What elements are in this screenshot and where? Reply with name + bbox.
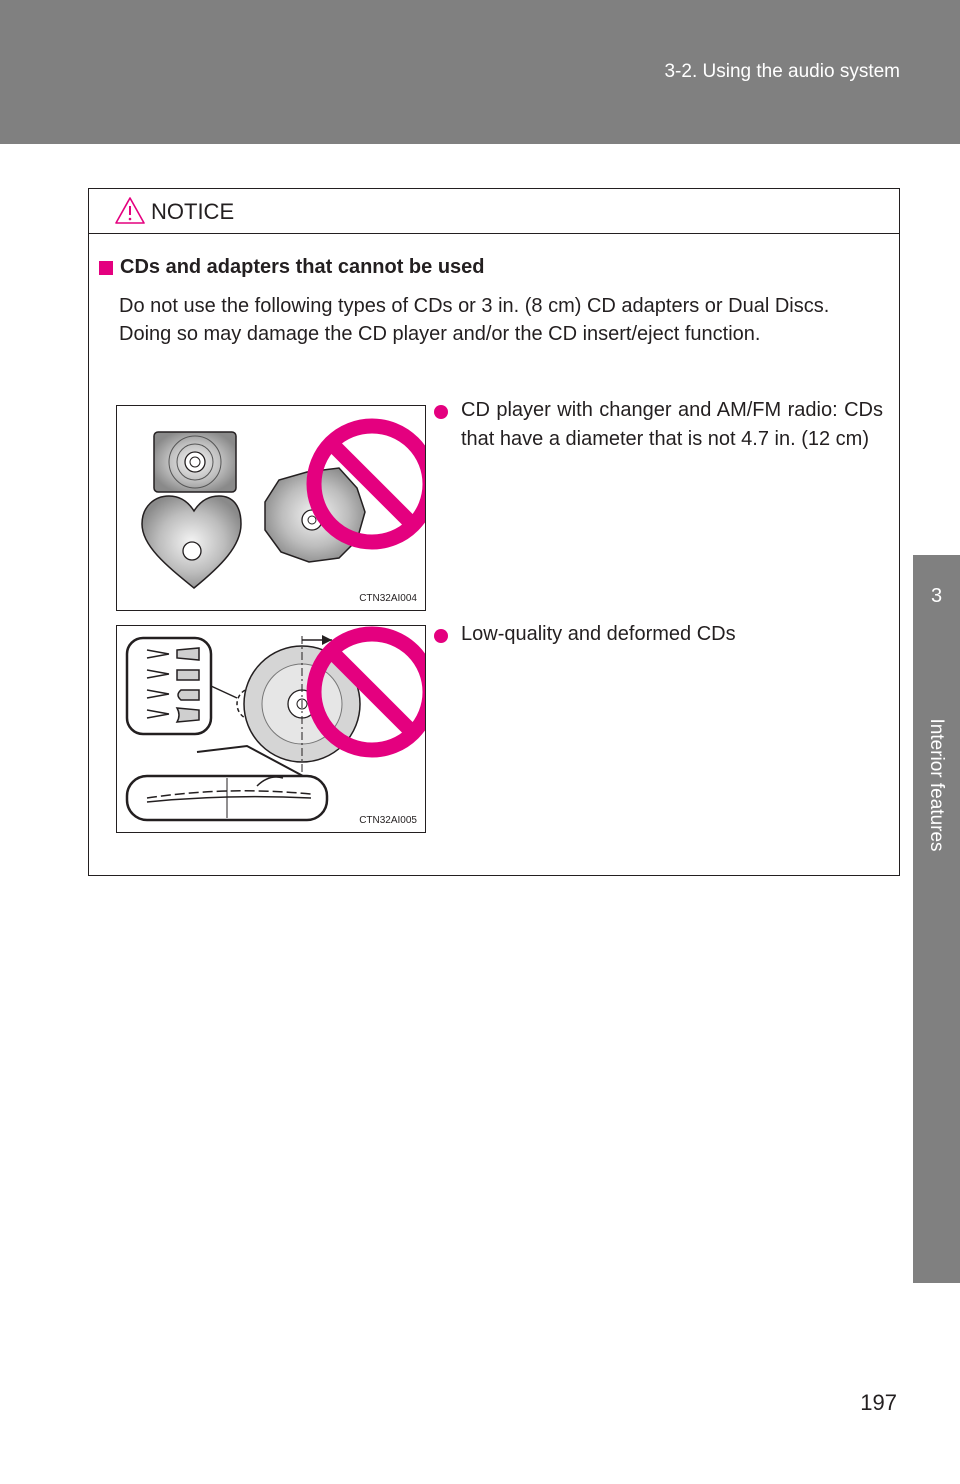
chapter-number: 3: [930, 585, 943, 607]
prohibited-sign-icon: [306, 418, 425, 550]
subheading-bullet: [99, 261, 113, 275]
chapter-tab: 3 Interior features: [913, 555, 960, 1283]
odd-shaped-cds-illustration: [141, 418, 425, 589]
item-text-deformed: Low-quality and deformed CDs: [461, 623, 736, 645]
item-bullet: [434, 405, 448, 419]
page-number: 197: [860, 1390, 897, 1415]
notice-header: NOTICE: [89, 189, 899, 234]
figure-code: CTN32AI004: [359, 593, 417, 604]
deformed-cds-illustration: [125, 626, 425, 822]
subheading: CDs and adapters that cannot be used: [120, 256, 485, 278]
notice-paragraph: Do not use the following types of CDs or…: [119, 292, 887, 348]
paragraph-1: Do not use the following types of CDs or…: [119, 295, 830, 317]
notice-box: NOTICE CDs and adapters that cannot be u…: [88, 188, 900, 876]
chapter-label: Interior features: [926, 718, 947, 852]
section-title: 3-2. Using the audio system: [664, 61, 900, 82]
prohibited-sign-icon: [306, 626, 425, 758]
item-text-odd-shaped: CD player with changer and AM/FM radio: …: [461, 399, 883, 450]
item-bullet: [434, 629, 448, 643]
warning-triangle-icon: [114, 196, 146, 231]
paragraph-2: Doing so may damage the CD player and/or…: [119, 323, 761, 345]
figure-odd-shaped-cds: CTN32AI004: [116, 405, 426, 611]
figure-deformed-cds: CTN32AI005: [116, 625, 426, 833]
header-bar: 3-2. Using the audio system: [0, 0, 960, 144]
notice-title: NOTICE: [151, 199, 235, 224]
figure-code: CTN32AI005: [359, 815, 417, 826]
